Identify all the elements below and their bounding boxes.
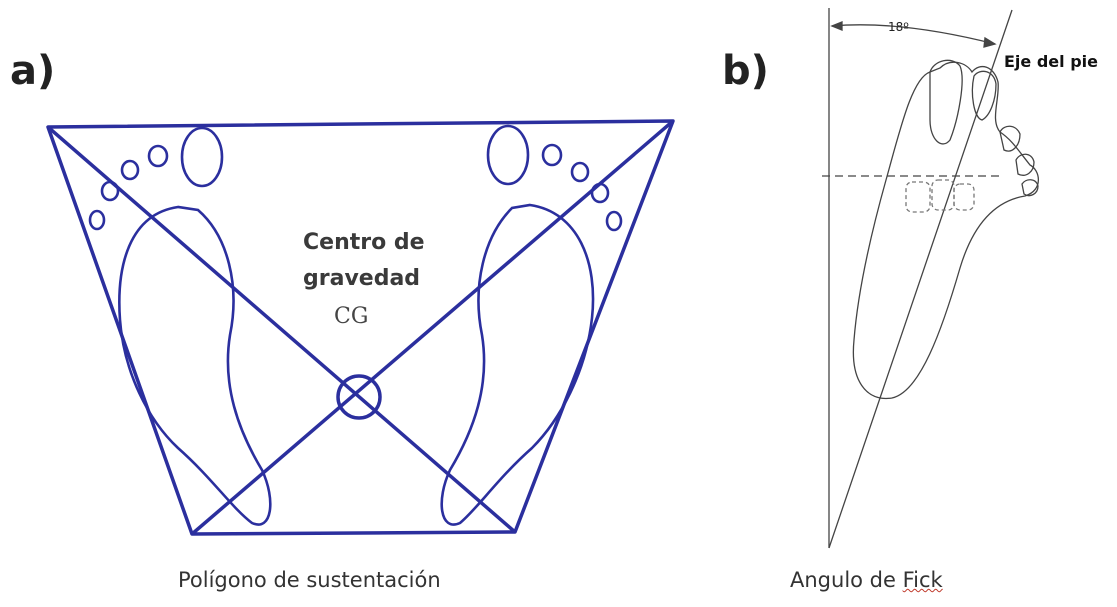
angle-value-label: 18º (888, 20, 909, 34)
caption-support-polygon: Polígono de sustentación (178, 568, 441, 592)
cg-abbreviation: CG (334, 304, 369, 329)
angle-arc (831, 24, 996, 45)
foot-outline (852, 61, 1040, 400)
caption-fick-part1: Angulo de (790, 568, 903, 592)
left-footprint (88, 126, 272, 526)
center-of-gravity-marker (336, 374, 382, 420)
foot-axis-label: Eje del pie (1004, 52, 1098, 71)
panel-b-label: b) (722, 48, 769, 94)
fick-angle-diagram (822, 8, 1040, 549)
caption-fick-part2: Fick (902, 568, 943, 592)
diagonal-left-to-right (46, 125, 517, 534)
right-footprint (440, 124, 623, 526)
foot-axis-line (828, 9, 1013, 549)
panel-a-label: a) (10, 48, 56, 94)
big-toe (929, 59, 963, 145)
cg-title-line1: Centro de (303, 230, 425, 255)
cg-title-line2: gravedad (303, 266, 421, 291)
caption-fick-angle: Angulo de Fick (790, 568, 943, 592)
